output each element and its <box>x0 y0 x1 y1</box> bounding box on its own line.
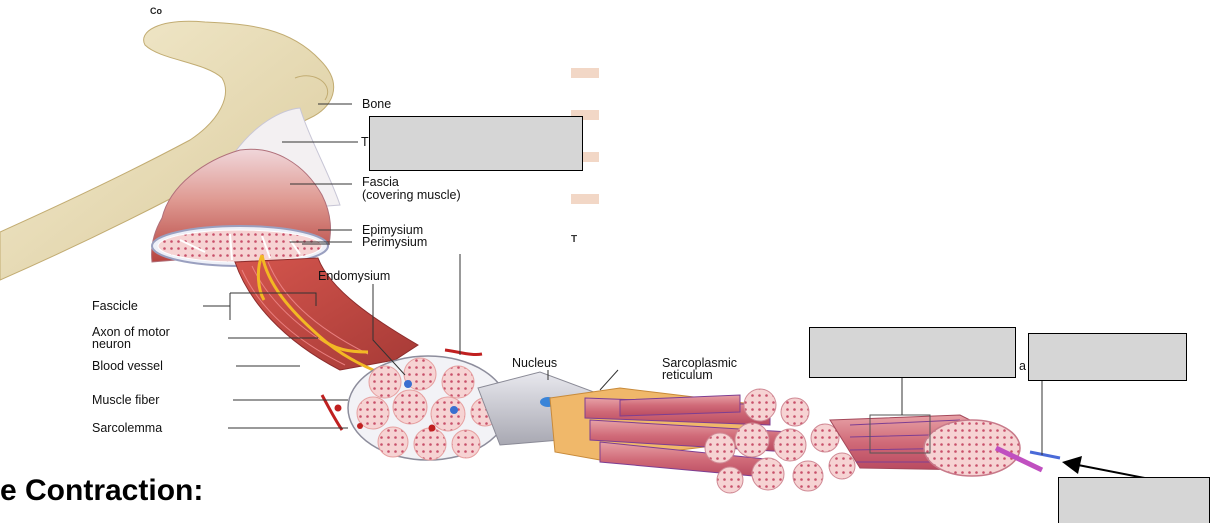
label-endomysium: Endomysium <box>318 269 390 283</box>
answer-box-tendon[interactable] <box>369 116 583 171</box>
label-nucleus: Nucleus <box>512 356 557 370</box>
table-tab-4 <box>571 194 599 204</box>
label-fascia-sub: (covering muscle) <box>362 188 461 202</box>
label-right-fragment: a <box>1019 359 1026 373</box>
label-axon-sub: neuron <box>92 337 131 351</box>
myofibril-bundle <box>550 388 855 493</box>
table-tab-1 <box>571 68 599 78</box>
label-fascia: Fascia <box>362 175 399 189</box>
label-bone: Bone <box>362 97 391 111</box>
section-heading: e Contraction: <box>0 474 203 508</box>
label-sarcoplasmic-reticulum-sub: reticulum <box>662 368 713 382</box>
table-fragment-text: T <box>571 234 577 245</box>
answer-box-right[interactable] <box>1028 333 1187 381</box>
label-sarcolemma: Sarcolemma <box>92 421 162 435</box>
label-tendon-fragment: T <box>361 135 369 149</box>
fascicle-cross-section <box>335 356 509 460</box>
copyright-fragment: Co <box>150 6 162 16</box>
label-fascicle: Fascicle <box>92 299 138 313</box>
answer-box-bottom[interactable] <box>1058 477 1210 523</box>
label-perimysium: Perimysium <box>362 235 427 249</box>
answer-box-myofibril[interactable] <box>809 327 1016 378</box>
label-muscle-fiber: Muscle fiber <box>92 393 159 407</box>
label-blood-vessel: Blood vessel <box>92 359 163 373</box>
single-myofibril <box>830 415 1060 476</box>
